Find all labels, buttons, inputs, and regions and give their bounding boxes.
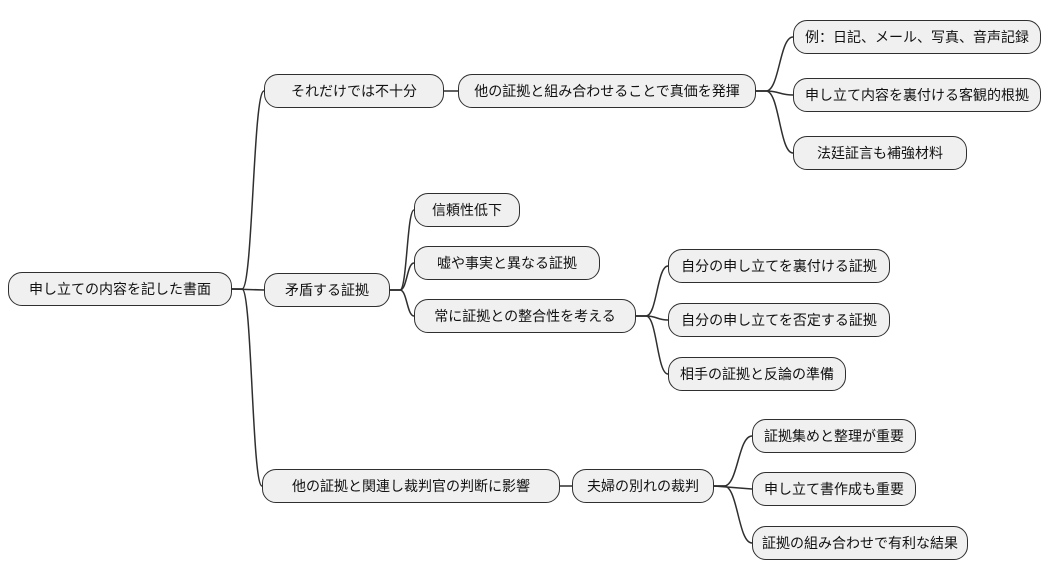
node-opponent-evidence-rebuttal: 相手の証拠と反論の準備	[668, 357, 846, 391]
connector-root-judge_decision_influence	[231, 288, 263, 487]
connector-divorce_trial-evidence_gathering	[713, 435, 753, 487]
node-false-evidence: 嘘や事実と異なる証拠	[414, 246, 600, 280]
connector-combine_with_other_evidence-objective_basis	[755, 90, 794, 96]
node-evidence-combination-result: 証拠の組み合わせで有利な結果	[752, 526, 968, 560]
node-root: 申し立ての内容を記した書面	[8, 272, 232, 306]
node-contradictory-evidence: 矛盾する証拠	[264, 273, 390, 307]
connector-root-insufficient_alone	[231, 90, 265, 290]
node-combine-with-other-evidence: 他の証拠と組み合わせることで真価を発揮	[458, 74, 756, 108]
node-objective-basis: 申し立て内容を裏付ける客観的根拠	[793, 78, 1041, 112]
node-court-testimony: 法廷証言も補強材料	[793, 136, 967, 170]
connector-consistency_check-denying_own_claim	[635, 315, 669, 321]
connector-combine_with_other_evidence-court_testimony	[755, 90, 794, 154]
connector-root-contradictory_evidence	[231, 288, 265, 291]
connector-contradictory_evidence-consistency_check	[389, 289, 415, 317]
node-examples: 例：日記、メール、写真、音声記録	[793, 20, 1041, 54]
node-consistency-check: 常に証拠との整合性を考える	[414, 299, 636, 333]
connector-contradictory_evidence-credibility_drop	[389, 209, 415, 291]
connector-divorce_trial-petition_drafting	[713, 485, 753, 490]
node-petition-drafting: 申し立て書作成も重要	[752, 472, 916, 506]
node-evidence-gathering: 証拠集めと整理が重要	[752, 419, 916, 453]
node-denying-own-claim: 自分の申し立てを否定する証拠	[668, 303, 890, 337]
node-insufficient-alone: それだけでは不十分	[264, 74, 444, 108]
connector-combine_with_other_evidence-examples	[755, 36, 794, 92]
connector-consistency_check-opponent_evidence_rebuttal	[635, 315, 669, 375]
node-credibility-drop: 信頼性低下	[414, 193, 520, 227]
node-judge-decision-influence: 他の証拠と関連し裁判官の判断に影響	[262, 469, 560, 503]
connector-contradictory_evidence-false_evidence	[389, 262, 415, 291]
connector-divorce_trial-evidence_combination_result	[713, 485, 753, 544]
connector-consistency_check-supporting_own_claim	[635, 265, 669, 317]
node-supporting-own-claim: 自分の申し立てを裏付ける証拠	[668, 249, 890, 283]
node-divorce-trial: 夫婦の別れの裁判	[572, 469, 714, 503]
